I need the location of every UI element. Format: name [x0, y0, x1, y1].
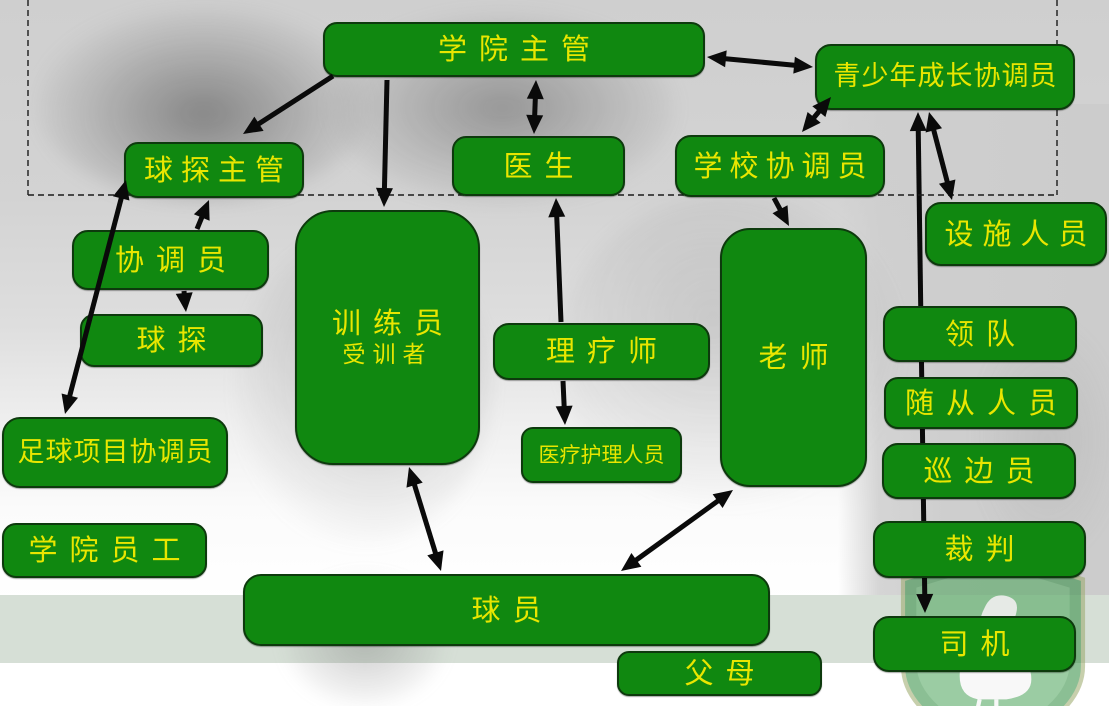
node-sublabel: 受训者	[342, 342, 433, 369]
node-youth-development-coordinator: 青少年成长协调员	[815, 44, 1075, 110]
node-label: 设施人员	[944, 216, 1097, 251]
node-label: 学院主管	[437, 32, 602, 67]
node-referee: 裁判	[873, 521, 1086, 578]
node-label: 足球项目协调员	[17, 436, 214, 468]
node-label: 训练员	[331, 306, 455, 340]
node-driver: 司机	[873, 616, 1076, 672]
node-facilities-staff: 设施人员	[925, 202, 1107, 266]
node-scout: 球探	[80, 314, 263, 367]
node-parents: 父母	[617, 651, 822, 696]
node-team-leader: 领队	[883, 306, 1077, 362]
node-label: 随从人员	[904, 385, 1069, 420]
node-school-coordinator: 学校协调员	[675, 135, 885, 197]
node-label: 球探	[136, 323, 219, 358]
node-trainer: 训练员受训者	[295, 210, 480, 465]
node-physiotherapist: 理疗师	[493, 323, 710, 380]
node-linesman: 巡边员	[882, 443, 1076, 499]
node-label: 理疗师	[545, 334, 669, 369]
node-entourage-staff: 随从人员	[884, 377, 1078, 429]
node-label: 球员	[471, 592, 554, 627]
node-label: 青少年成长协调员	[833, 61, 1058, 93]
node-label: 学校协调员	[693, 148, 874, 183]
node-label: 学院员工	[28, 533, 193, 568]
node-football-program-coordinator: 足球项目协调员	[2, 417, 228, 488]
node-label: 巡边员	[923, 453, 1047, 488]
node-coordinator: 协调员	[72, 230, 269, 290]
node-label: 医疗护理人员	[538, 442, 665, 467]
node-label: 司机	[939, 626, 1022, 661]
node-label: 父母	[684, 656, 767, 691]
node-label: 领队	[944, 316, 1027, 351]
node-chief-scout: 球探主管	[124, 142, 304, 198]
node-label: 老师	[758, 340, 841, 375]
node-player: 球员	[243, 574, 770, 646]
node-teacher: 老师	[720, 228, 867, 487]
node-academy-director: 学院主管	[323, 22, 705, 77]
node-academy-staff: 学院员工	[2, 523, 207, 578]
node-label: 裁判	[944, 532, 1027, 567]
node-label: 协调员	[114, 242, 238, 277]
node-label: 医生	[503, 148, 586, 183]
node-label: 球探主管	[143, 152, 292, 187]
node-medical-care-staff: 医疗护理人员	[521, 427, 682, 483]
node-doctor: 医生	[452, 136, 625, 196]
